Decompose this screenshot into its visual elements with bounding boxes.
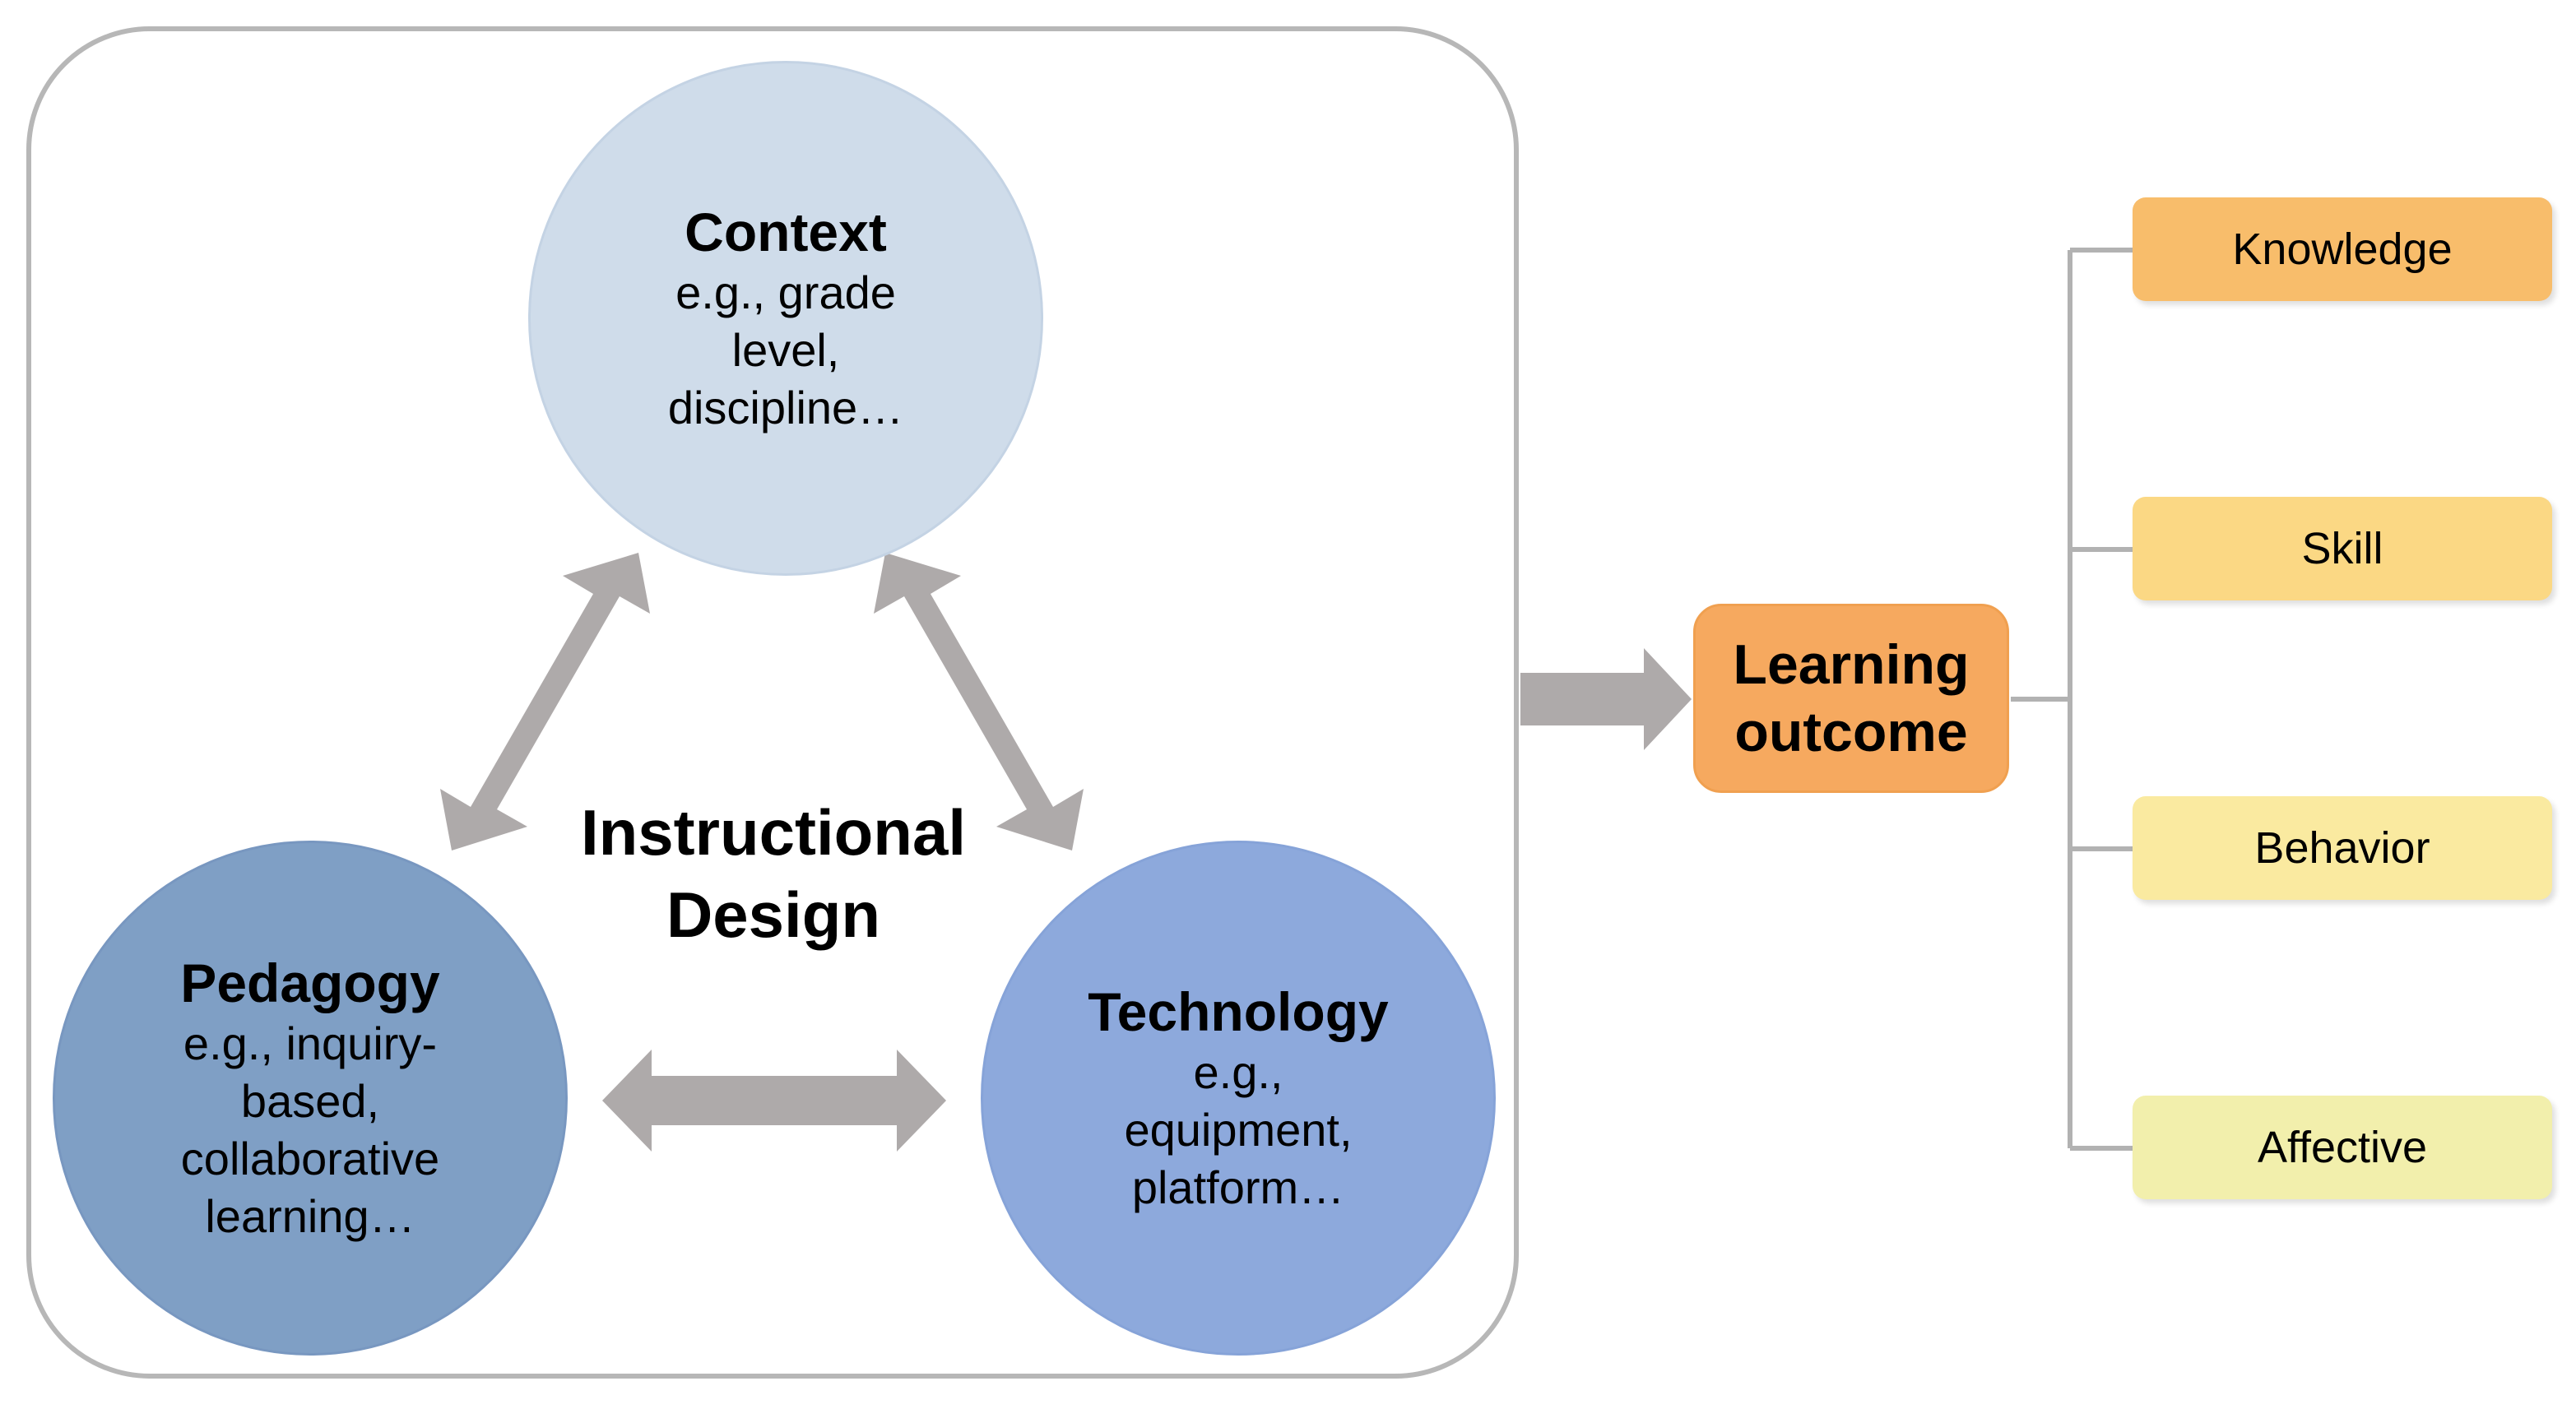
learning-outcome-box: Learning outcome (1693, 604, 2009, 793)
behavior-box: Behavior (2133, 796, 2552, 900)
context-technology-arrow (874, 553, 1084, 850)
affective-box: Affective (2133, 1096, 2552, 1199)
context-title: Context (685, 202, 887, 262)
design-to-outcome-arrow (1520, 648, 1692, 750)
pedagogy-examples: e.g., inquiry- based, collaborative lear… (180, 1017, 440, 1242)
pedagogy-circle: Pedagogy e.g., inquiry- based, collabora… (53, 841, 568, 1356)
technology-circle: Technology e.g., equipment, platform… (981, 841, 1496, 1356)
context-examples: e.g., grade level, discipline… (667, 267, 904, 433)
context-pedagogy-arrow (440, 553, 650, 850)
instructional-design-frame (26, 26, 1519, 1379)
technology-title: Technology (1088, 981, 1389, 1042)
outcome-tree-connector (2011, 248, 2133, 1151)
knowledge-box: Knowledge (2133, 197, 2552, 301)
skill-box: Skill (2133, 497, 2552, 600)
context-circle: Context e.g., grade level, discipline… (528, 61, 1043, 576)
instructional-design-label: Instructional Design (580, 796, 967, 951)
technology-examples: e.g., equipment, platform… (1124, 1046, 1353, 1213)
pedagogy-technology-arrow (602, 1050, 946, 1152)
pedagogy-title: Pedagogy (180, 952, 440, 1013)
